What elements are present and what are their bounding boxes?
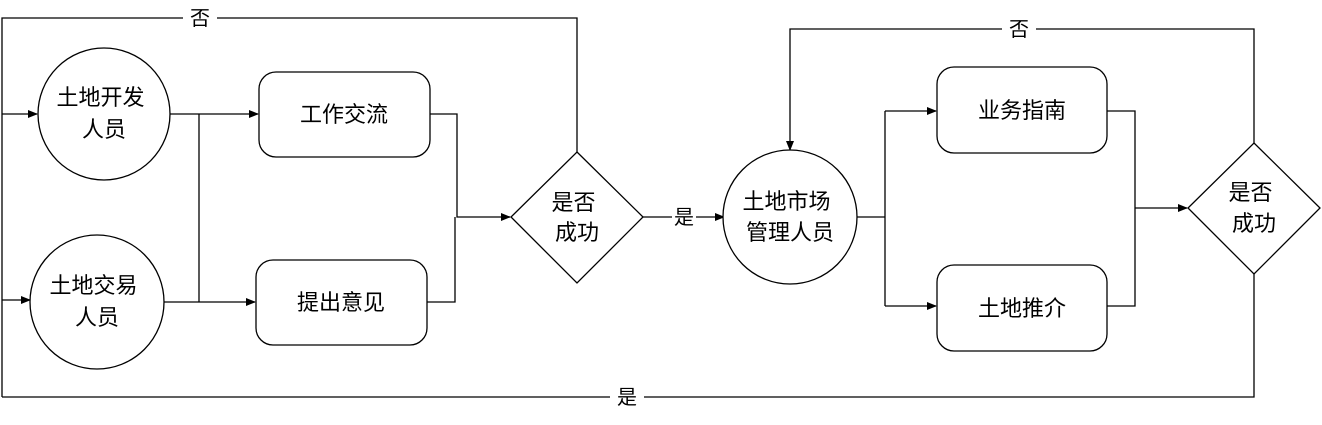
node-dev-circle bbox=[37, 47, 171, 181]
node-guide-label: 业务指南 bbox=[978, 99, 1066, 124]
node-decision2-label: 是否 成功 bbox=[1228, 181, 1279, 237]
node-guide-box bbox=[936, 66, 1108, 154]
node-opinion-box bbox=[255, 259, 428, 346]
node-trade-circle bbox=[29, 234, 165, 370]
edge-decision1-no-loop bbox=[1, 17, 578, 397]
edge-label-no-left: 否 bbox=[190, 6, 210, 30]
edge-decision2-yes-loop bbox=[2, 274, 1255, 398]
node-decision1-label: 是否 成功 bbox=[551, 191, 602, 246]
node-manager-circle bbox=[722, 149, 858, 285]
node-work-box bbox=[258, 71, 431, 158]
node-dev-label: 土地开发 人员 bbox=[56, 86, 151, 143]
edge-work-to-decision1 bbox=[430, 113, 511, 221]
node-trade-label: 土地交易 人员 bbox=[49, 274, 144, 331]
node-opinion-label: 提出意见 bbox=[297, 291, 385, 316]
node-manager-label: 土地市场 管理人员 bbox=[742, 190, 837, 246]
edge-label-no-right: 否 bbox=[1009, 17, 1029, 41]
node-promo-box bbox=[936, 264, 1108, 352]
edge-label-yes-bottom: 是 bbox=[617, 385, 637, 409]
edge-guide-to-decision2 bbox=[1107, 110, 1136, 307]
node-promo-label: 土地推介 bbox=[978, 297, 1066, 322]
node-decision1-diamond bbox=[510, 151, 644, 284]
edge-label-yes-middle: 是 bbox=[674, 205, 694, 229]
edge-opinion-to-decision1 bbox=[427, 217, 456, 303]
node-work-label: 工作交流 bbox=[300, 103, 388, 128]
node-decision2-diamond bbox=[1187, 142, 1321, 275]
